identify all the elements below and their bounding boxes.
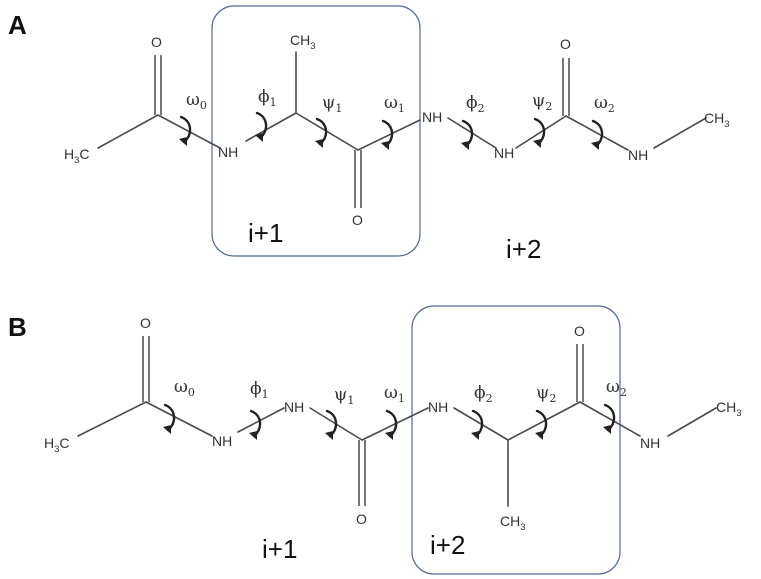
angle-omega0-a: ω0: [186, 90, 207, 112]
atom-o2-b: O: [356, 511, 367, 527]
atom-ch3-side-b: CH3: [500, 513, 526, 533]
atom-nh3-b: NH: [428, 399, 448, 415]
rotation-arrow-icon: [253, 111, 268, 144]
atom-o3-a: O: [560, 36, 571, 52]
angle-phi2-b: ϕ2: [474, 383, 493, 405]
atom-nh1-a: NH: [218, 144, 238, 160]
angle-psi2-b: ψ2: [536, 383, 556, 405]
rotation-arrow-icon: [161, 403, 176, 436]
atom-nh3-a: NH: [494, 145, 514, 161]
residue-box-i+1: [211, 5, 421, 257]
rotation-arrow-icon: [459, 119, 474, 152]
atom-nh2-b: NH: [284, 399, 304, 415]
angle-omega1-b: ω1: [384, 383, 405, 405]
angle-omega2-b: ω2: [606, 377, 627, 399]
angle-phi1-b: ϕ1: [250, 379, 269, 401]
atom-nh2-a: NH: [422, 109, 442, 125]
angle-phi1-a: ϕ1: [258, 87, 277, 109]
atom-h3c-left-b: H3C: [44, 435, 70, 455]
atom-nh4-b: NH: [640, 435, 660, 451]
residue-label-i+1-a: i+1: [248, 218, 283, 248]
atom-h3c-left-a: H3C: [64, 146, 90, 166]
atom-o2-a: O: [352, 212, 363, 228]
atom-nh4-a: NH: [628, 147, 648, 163]
atom-nh1-b: NH: [212, 433, 232, 449]
residue-label-i+2-b: i+2: [430, 530, 465, 560]
rotation-arrow-icon: [323, 409, 338, 442]
atom-ch3-right-b: CH3: [716, 399, 742, 419]
panel-b: B H3C O NH NH O N: [8, 305, 742, 575]
angle-psi1-b: ψ1: [334, 385, 354, 407]
angle-omega1-a: ω1: [384, 93, 405, 115]
rotation-arrow-icon: [469, 409, 484, 442]
atom-o1-b: O: [140, 315, 151, 331]
angle-psi2-a: ψ2: [532, 91, 552, 113]
angle-omega0-b: ω0: [174, 377, 195, 399]
residue-label-i+1-b: i+1: [262, 534, 297, 564]
panel-a: A H3C O NH CH3 O: [8, 5, 730, 264]
angle-psi1-a: ψ1: [322, 93, 342, 115]
angle-phi2-a: ϕ2: [466, 93, 485, 115]
atom-ch3-right-a: CH3: [704, 110, 730, 130]
residue-box-i+2: [411, 305, 621, 575]
panel-label-a: A: [8, 10, 27, 40]
residue-label-i+2-a: i+2: [506, 234, 541, 264]
atom-o1-a: O: [151, 34, 162, 50]
angle-omega2-a: ω2: [594, 93, 615, 115]
panel-label-b: B: [8, 312, 27, 342]
atom-ch3-side-a: CH3: [290, 32, 316, 52]
atom-o3-b: O: [574, 323, 585, 339]
rotation-arrow-icon: [313, 117, 328, 150]
